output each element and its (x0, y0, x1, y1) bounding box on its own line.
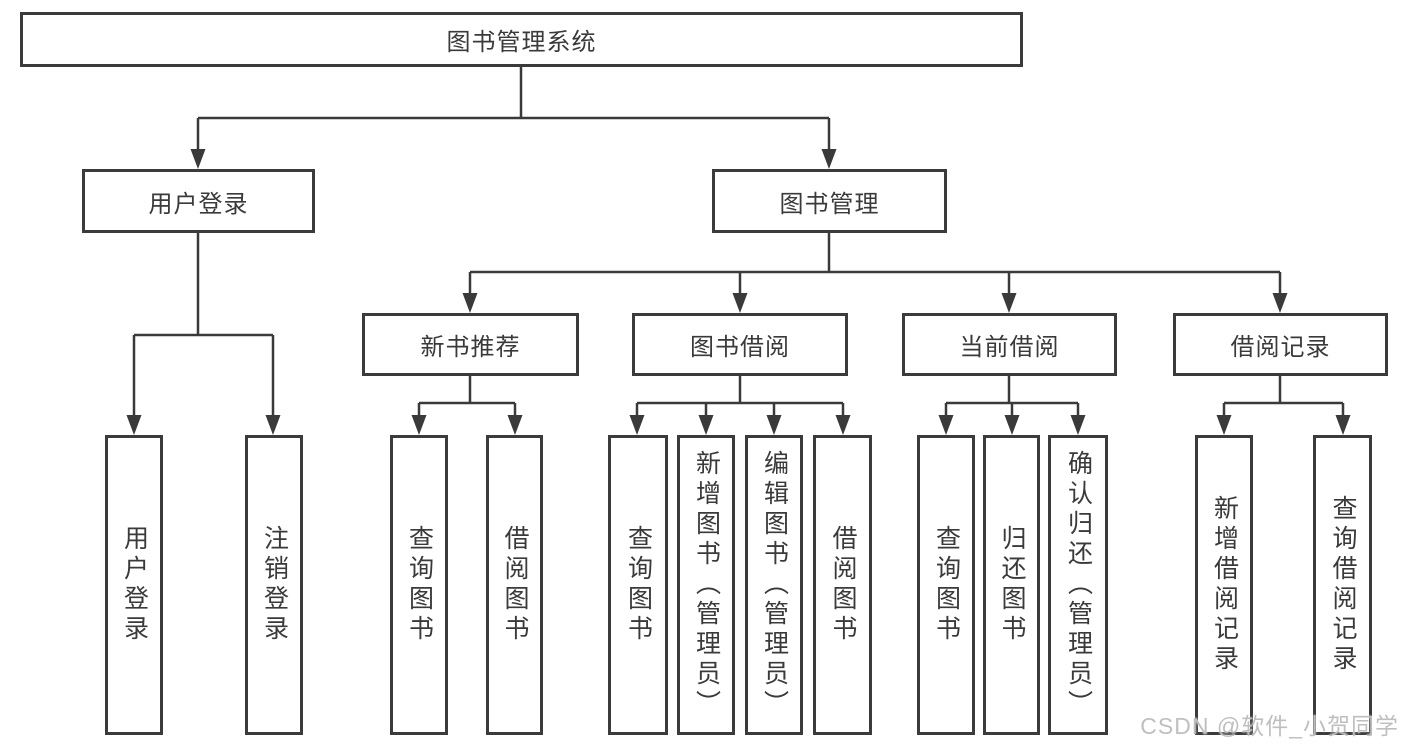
leaf-query-books-current: 查询图书 (917, 435, 975, 735)
leaf-edit-books-admin-label: 编辑图书（管理员） (760, 450, 789, 720)
node-borrowing-records-label: 借阅记录 (1230, 334, 1331, 361)
node-user-login-label: 用户登录 (148, 190, 249, 218)
leaf-query-borrow-record-label: 查询借阅记录 (1329, 495, 1357, 675)
leaf-borrow-books-recommend: 借阅图书 (486, 435, 543, 735)
leaf-logout-label: 注销登录 (260, 525, 289, 645)
leaf-borrow-books-label: 借阅图书 (829, 525, 857, 645)
node-user-login: 用户登录 (82, 169, 315, 233)
leaf-return-books-label: 归还图书 (998, 525, 1026, 645)
node-new-book-recommend-label: 新书推荐 (420, 334, 521, 361)
leaf-user-login: 用户登录 (105, 435, 163, 735)
leaf-query-books-recommend: 查询图书 (390, 435, 448, 735)
leaf-query-books-current-label: 查询图书 (932, 525, 961, 645)
node-borrowing-records: 借阅记录 (1173, 313, 1388, 376)
node-root-system: 图书管理系统 (20, 12, 1023, 67)
node-current-borrowing-label: 当前借阅 (959, 334, 1060, 361)
leaf-borrow-books: 借阅图书 (813, 435, 872, 735)
node-book-management: 图书管理 (712, 169, 947, 233)
leaf-borrow-books-recommend-label: 借阅图书 (501, 525, 529, 645)
leaf-add-books-admin: 新增图书（管理员） (677, 435, 735, 735)
leaf-query-books-borrow-label: 查询图书 (624, 525, 653, 645)
node-book-borrowing: 图书借阅 (632, 313, 848, 376)
leaf-confirm-return-admin: 确认归还（管理员） (1048, 435, 1108, 735)
leaf-edit-books-admin: 编辑图书（管理员） (745, 435, 803, 735)
leaf-confirm-return-admin-label: 确认归还（管理员） (1064, 450, 1093, 720)
node-new-book-recommend: 新书推荐 (362, 313, 579, 376)
node-current-borrowing: 当前借阅 (902, 313, 1117, 376)
leaf-add-books-admin-label: 新增图书（管理员） (692, 450, 721, 720)
leaf-return-books: 归还图书 (983, 435, 1040, 735)
leaf-add-borrow-record-label: 新增借阅记录 (1210, 495, 1239, 675)
leaf-add-borrow-record: 新增借阅记录 (1195, 435, 1253, 735)
leaf-query-borrow-record: 查询借阅记录 (1313, 435, 1372, 735)
node-book-borrowing-label: 图书借阅 (690, 334, 790, 361)
csdn-watermark: CSDN @软件_小贺同学 (1140, 713, 1399, 739)
node-book-management-label: 图书管理 (779, 190, 880, 218)
leaf-query-books-recommend-label: 查询图书 (405, 525, 434, 645)
leaf-user-login-label: 用户登录 (120, 525, 149, 645)
node-root-label: 图书管理系统 (446, 29, 597, 56)
leaf-logout: 注销登录 (245, 435, 303, 735)
leaf-query-books-borrow: 查询图书 (608, 435, 668, 735)
